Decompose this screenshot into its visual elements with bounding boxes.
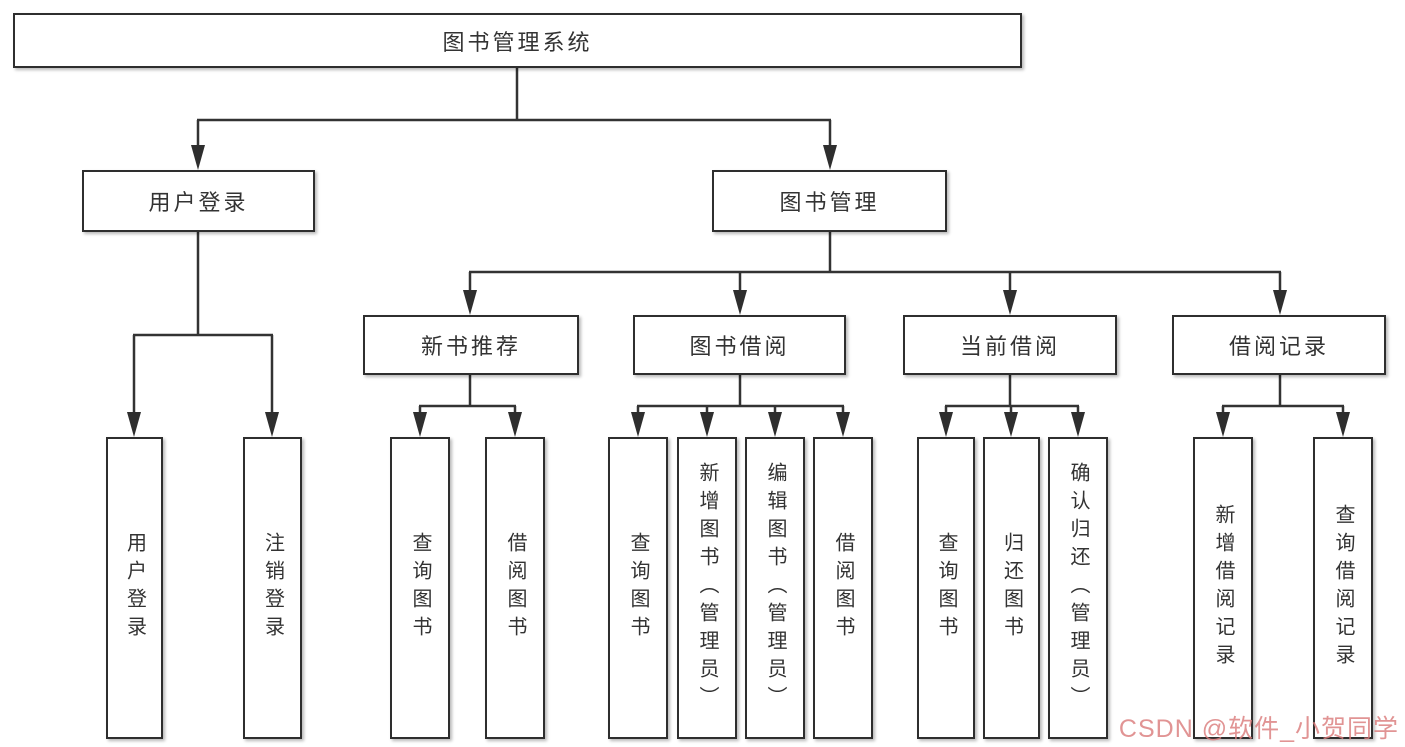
node-book-borrow: 图书借阅 — [633, 315, 846, 375]
arrowhead-down-icon — [413, 412, 427, 437]
leaf-user-login: 用户登录 — [106, 437, 163, 739]
leaf-current-return-books: 归还图书 — [983, 437, 1040, 739]
node-borrow-records: 借阅记录 — [1172, 315, 1386, 375]
node-current-borrow: 当前借阅 — [903, 315, 1117, 375]
arrowhead-down-icon — [1216, 412, 1230, 437]
leaf-label: 借阅图书 — [832, 532, 854, 644]
leaf-label: 用户登录 — [123, 532, 146, 644]
arrowhead-down-icon — [836, 412, 850, 437]
leaf-newbook-query-books: 查询图书 — [390, 437, 450, 739]
arrowhead-down-icon — [823, 145, 837, 170]
arrowhead-down-icon — [768, 412, 782, 437]
arrowhead-down-icon — [1336, 412, 1350, 437]
arrowhead-down-icon — [939, 412, 953, 437]
leaf-borrow-query-books: 查询图书 — [608, 437, 668, 739]
arrowhead-down-icon — [508, 412, 522, 437]
leaf-borrow-add-books-admin: 新增图书（管理员） — [677, 437, 737, 739]
connector-book-borrow-to-leaves — [631, 375, 850, 437]
node-root-system: 图书管理系统 — [13, 13, 1022, 68]
leaf-current-query-books: 查询图书 — [917, 437, 975, 739]
leaf-label: 查询借阅记录 — [1332, 504, 1354, 672]
arrowhead-down-icon — [463, 290, 477, 315]
csdn-watermark: CSDN @软件_小贺同学 — [1118, 715, 1399, 743]
connector-root-to-level2 — [191, 67, 837, 170]
connector-user-login-to-leaves — [127, 232, 279, 437]
leaf-label: 新增借阅记录 — [1212, 504, 1234, 672]
leaf-current-confirm-return-admin: 确认归还（管理员） — [1048, 437, 1108, 739]
leaf-label: 借阅图书 — [504, 532, 526, 644]
leaf-label: 确认归还（管理员） — [1067, 462, 1089, 714]
leaf-borrow-edit-books-admin: 编辑图书（管理员） — [745, 437, 805, 739]
connector-borrow-records-to-leaves — [1216, 375, 1350, 437]
leaf-newbook-borrow-books: 借阅图书 — [485, 437, 545, 739]
leaf-records-add-borrow-record: 新增借阅记录 — [1193, 437, 1253, 739]
leaf-logout-login: 注销登录 — [243, 437, 302, 739]
arrowhead-down-icon — [1003, 290, 1017, 315]
leaf-label: 查询图书 — [409, 532, 431, 644]
arrowhead-down-icon — [1004, 412, 1018, 437]
leaf-borrow-borrow-books: 借阅图书 — [813, 437, 873, 739]
node-book-management: 图书管理 — [712, 170, 947, 232]
arrowhead-down-icon — [265, 412, 279, 437]
leaf-label: 编辑图书（管理员） — [764, 462, 786, 714]
arrowhead-down-icon — [191, 145, 205, 170]
arrowhead-down-icon — [1071, 412, 1085, 437]
connector-current-borrow-to-leaves — [939, 375, 1085, 437]
connector-book-management-to-level3 — [463, 232, 1287, 315]
connector-new-book-to-leaves — [413, 375, 522, 437]
leaf-label: 注销登录 — [261, 532, 284, 644]
arrowhead-down-icon — [631, 412, 645, 437]
arrowhead-down-icon — [733, 290, 747, 315]
leaf-label: 新增图书（管理员） — [696, 462, 718, 714]
arrowhead-down-icon — [1273, 290, 1287, 315]
leaf-label: 查询图书 — [935, 532, 957, 644]
leaf-label: 查询图书 — [627, 532, 649, 644]
leaf-records-query-borrow-record: 查询借阅记录 — [1313, 437, 1373, 739]
node-user-login: 用户登录 — [82, 170, 315, 232]
node-new-book-recommend: 新书推荐 — [363, 315, 579, 375]
arrowhead-down-icon — [127, 412, 141, 437]
leaf-label: 归还图书 — [1000, 532, 1023, 644]
arrowhead-down-icon — [700, 412, 714, 437]
